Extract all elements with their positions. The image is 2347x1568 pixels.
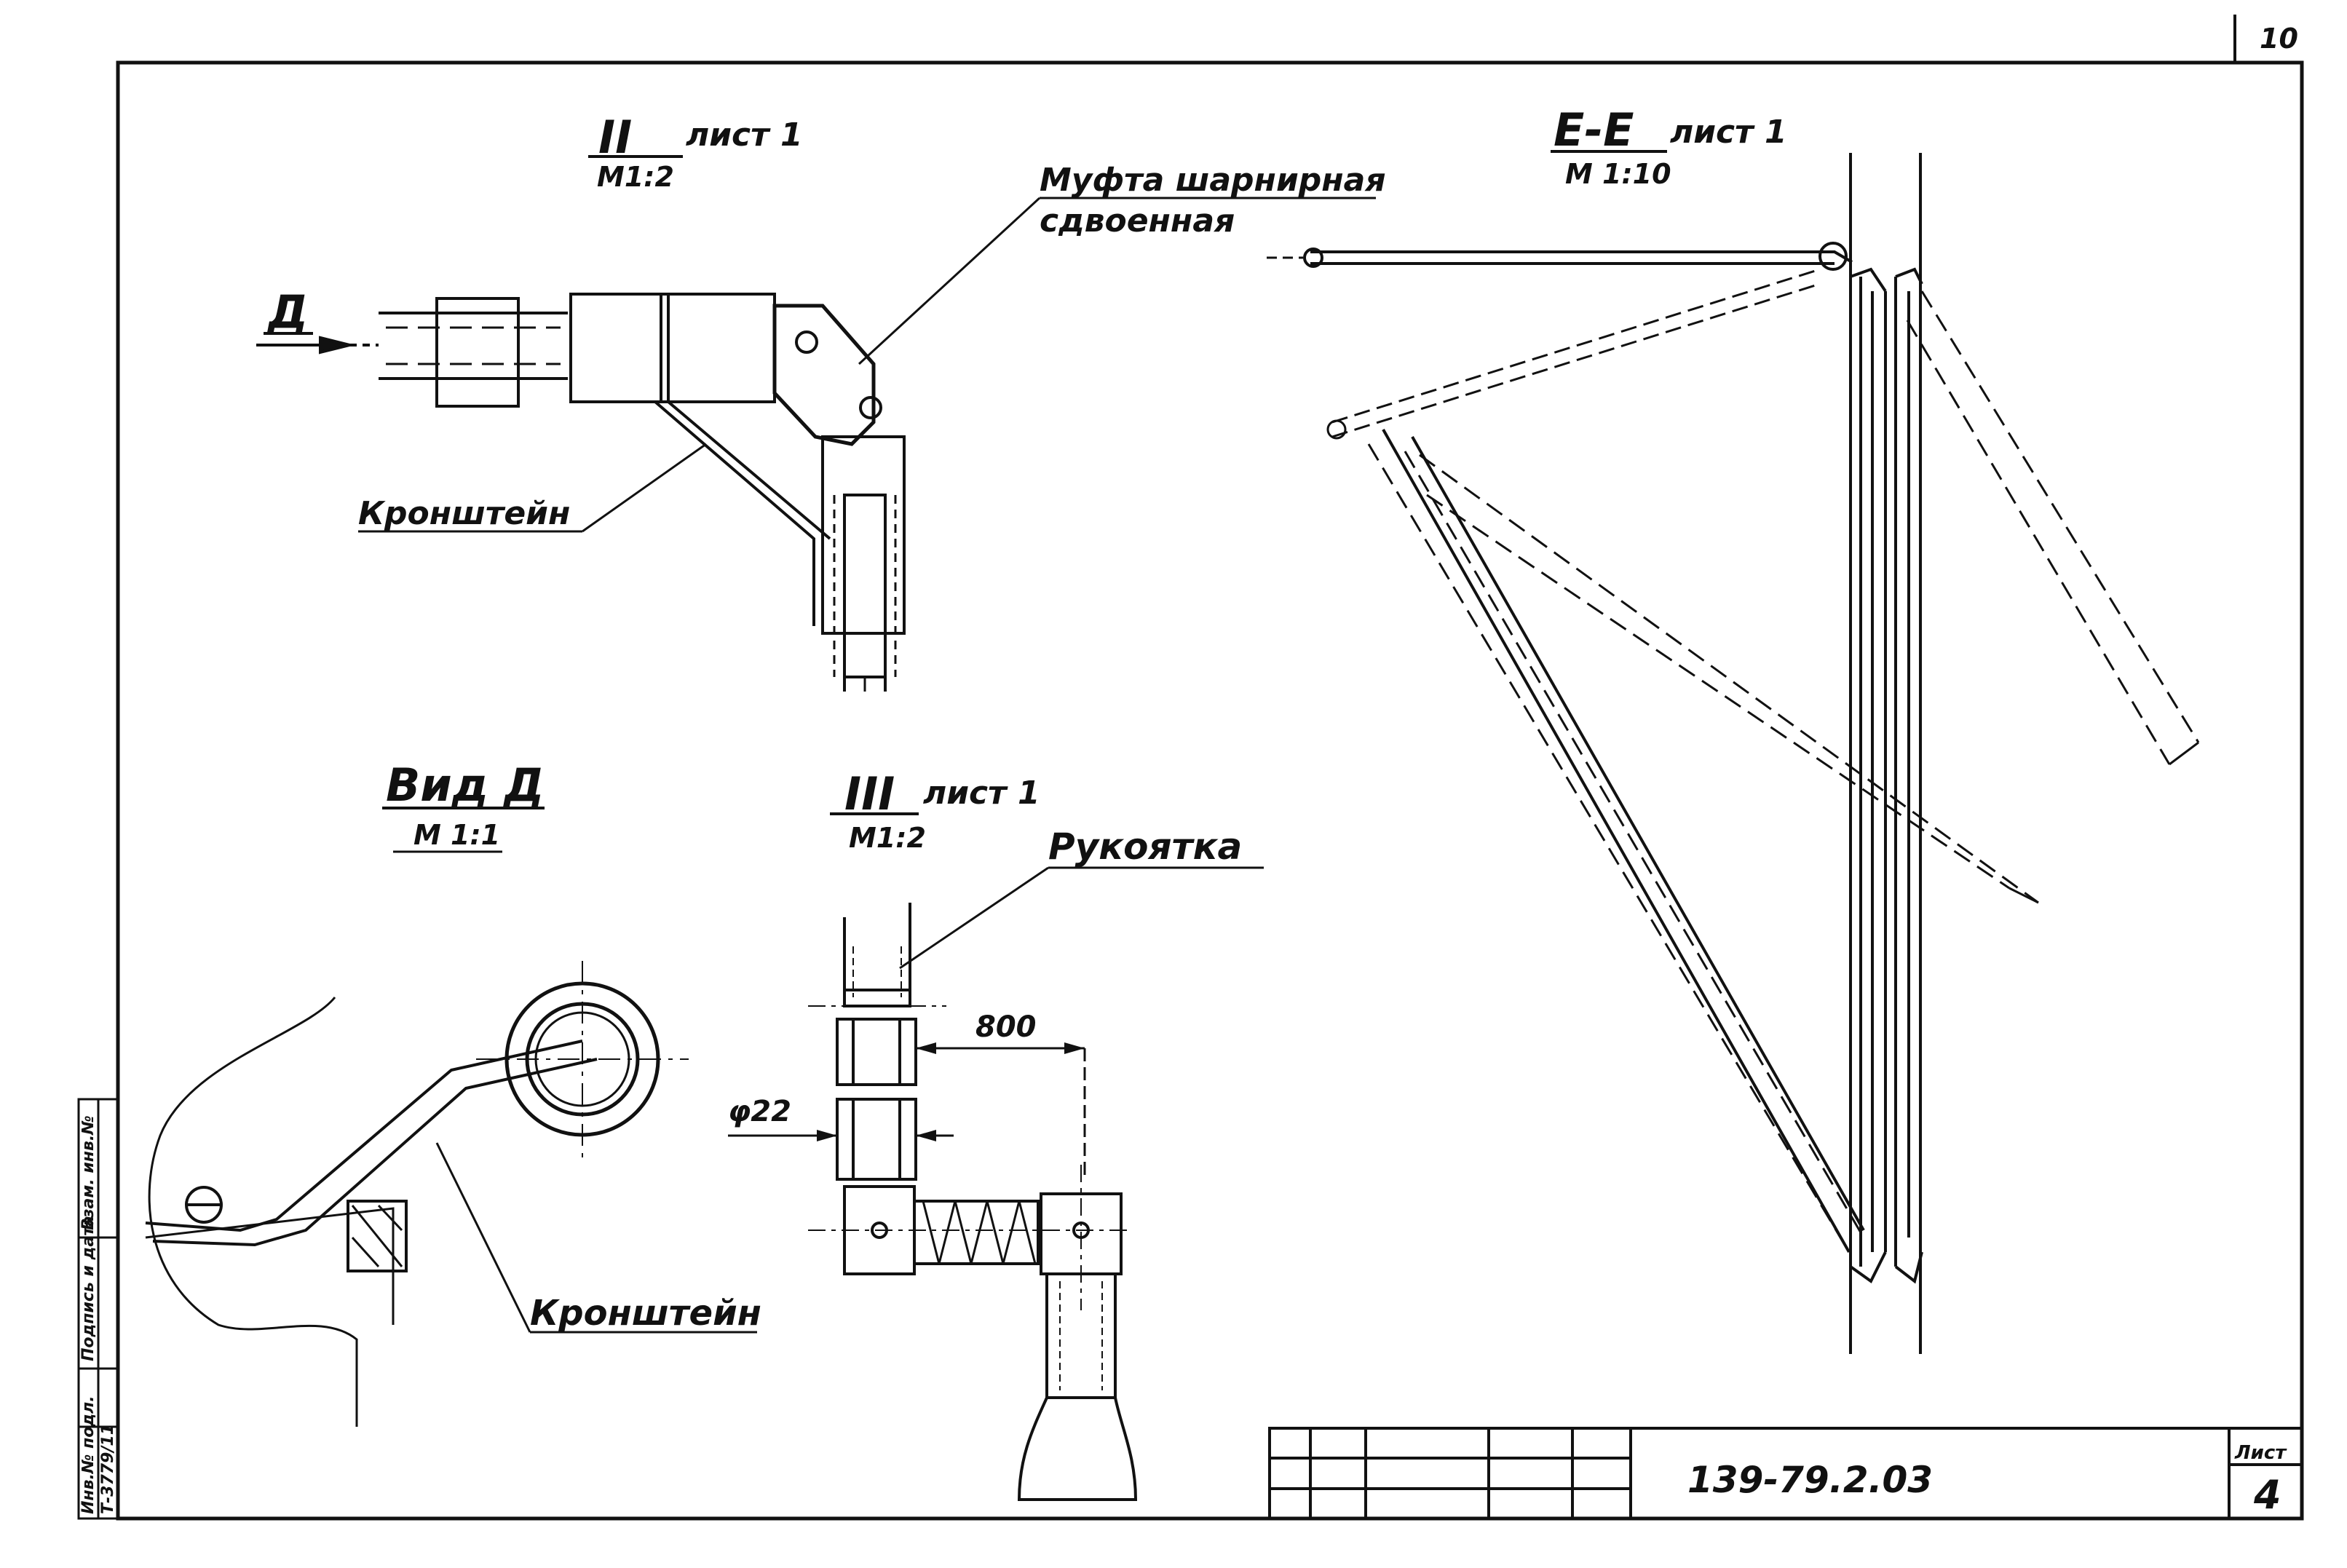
view-d-title: Вид Д (386, 759, 545, 812)
side-stamp-number: Т-3779/11 (99, 1424, 117, 1514)
side-stamp-replace: Взам. инв.№ (79, 1115, 98, 1230)
view-d-scale: М 1:1 (413, 819, 500, 851)
coupling-label-line1: Муфта шарнирная (1040, 162, 1386, 199)
view-d-header: Вид Д М 1:1 (382, 759, 545, 853)
side-stamp-inv: Инв.№ подл. (79, 1395, 98, 1514)
section-ee-title: Е-Е (1554, 103, 1634, 157)
detail-iii-assembly (728, 903, 1138, 1501)
detail-iii-header: III лист 1 М1:2 (830, 767, 1040, 854)
coupling-leader (858, 197, 1376, 365)
page-number: 10 (2260, 23, 2298, 55)
bracket-top-leader (358, 443, 707, 533)
detail-iii-title: III (844, 767, 895, 820)
view-arrow-label: Д (266, 285, 308, 338)
handle-leader (899, 866, 1264, 970)
section-ee-window (1267, 153, 2200, 1354)
dimension-arrows (817, 1042, 1085, 1141)
bracket-bottom-leader (435, 1142, 757, 1334)
side-stamp (77, 1098, 119, 1520)
detail-ii-sheet-ref: лист 1 (686, 116, 803, 154)
document-code: 139-79.2.03 (1687, 1459, 1933, 1501)
detail-iii-scale: М1:2 (849, 822, 926, 854)
side-stamp-sign: Подпись и дата (79, 1216, 98, 1361)
dimension-diameter: φ22 (728, 1095, 791, 1128)
section-ee-header: Е-Е лист 1 М 1:10 (1551, 103, 1787, 190)
detail-ii-header: II лист 1 М1:2 (588, 111, 803, 193)
detail-iii-sheet-ref: лист 1 (923, 775, 1040, 812)
drawing-frame (116, 15, 2304, 1521)
detail-ii-title: II (598, 111, 632, 164)
detail-ii-assembly (379, 293, 906, 692)
bracket-bottom-label: Кронштейн (530, 1293, 761, 1334)
bracket-top-label: Кронштейн (358, 495, 570, 532)
detail-ii-scale: М1:2 (597, 161, 674, 193)
sheet-number: 4 (2253, 1472, 2281, 1518)
section-ee-scale: М 1:10 (1565, 158, 1671, 190)
sheet-label: Лист (2234, 1442, 2287, 1464)
view-d-assembly (145, 961, 689, 1427)
view-arrow (256, 336, 379, 355)
dimension-length: 800 (975, 1010, 1037, 1044)
coupling-label-line2: сдвоенная (1040, 202, 1235, 239)
handle-label: Рукоятка (1048, 825, 1242, 868)
title-block (1268, 1427, 2303, 1520)
section-ee-sheet-ref: лист 1 (1670, 114, 1787, 151)
